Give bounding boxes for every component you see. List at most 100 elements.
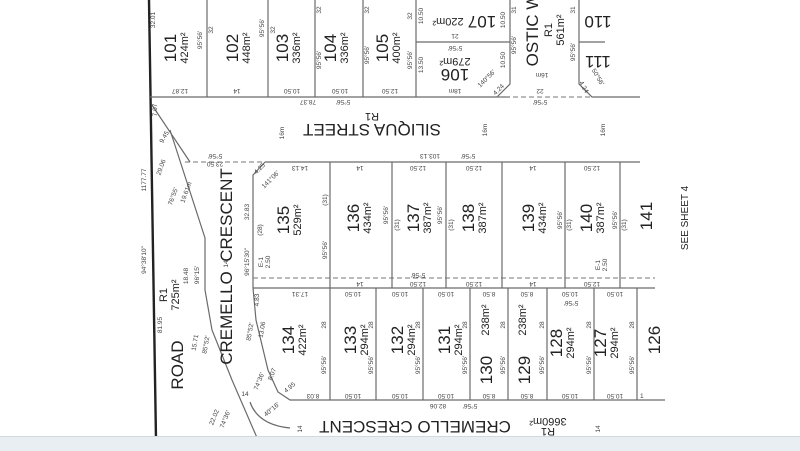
dimension: 17.31 [291, 290, 308, 297]
siliqua-width: 16m [600, 124, 607, 137]
dimension: 31 [570, 6, 577, 14]
road-label: ROAD [168, 340, 187, 389]
dimension: 81.95 [157, 316, 164, 333]
lot-136[interactable]: 136 434m² [344, 202, 374, 234]
lot-132[interactable]: 132 294m² [388, 324, 418, 356]
bearing: 95°56' [321, 241, 329, 259]
lot-138[interactable]: 138 387m² [459, 202, 489, 234]
lot-131[interactable]: 131 294m² [435, 324, 465, 356]
lot-number: 128 [547, 329, 566, 357]
dimension: 31 [511, 6, 518, 14]
lot-135[interactable]: 135 529m² [274, 204, 304, 236]
lot-111[interactable]: 111 [585, 52, 611, 71]
road-reserve-label: R1 [158, 288, 170, 302]
dimension: 13.50 [418, 56, 425, 73]
easement-width: 2.50 [602, 258, 609, 271]
bearing: 95°56' [556, 211, 564, 229]
dimension: 10.50 [344, 392, 361, 399]
lot-128[interactable]: 128 294m² [547, 327, 577, 359]
dimension: 18.48 [183, 267, 190, 284]
lot-102[interactable]: 102 448m² [223, 32, 253, 64]
dimensions-top-row: 32.01 95°56' 32 95°56' 32 32 95°56' 32 9… [150, 6, 606, 106]
dimension: 78.37 [299, 98, 316, 105]
bearing: 95°56' [499, 356, 507, 374]
dimension: 9.45 [159, 130, 172, 145]
lot-area: 220m² [432, 15, 464, 27]
cremello-width: 14 [297, 425, 304, 433]
lot-141[interactable]: 141 [637, 202, 656, 230]
lot-110[interactable]: 110 [584, 12, 611, 31]
dimension: 28 [586, 321, 593, 329]
dimension: 32 [364, 6, 371, 14]
cremello-label: CREMELLO [217, 271, 236, 365]
lot-129[interactable]: 129 238m² [515, 304, 534, 384]
dimension: 28 [500, 321, 507, 329]
lot-103[interactable]: 103 336m² [273, 32, 303, 64]
lot-number: 129 [515, 356, 534, 384]
dimension: 14 [233, 87, 241, 94]
lot-105[interactable]: 105 400m² [373, 32, 403, 64]
bearing: 5°56' [411, 271, 426, 279]
bearing: 74°36' [252, 371, 266, 391]
dimension: (31) [566, 219, 573, 231]
lot-107[interactable]: 107 220m² [432, 12, 496, 31]
lot-134[interactable]: 134 422m² [279, 324, 309, 356]
lot-area: 434m² [537, 202, 549, 234]
bearing: 95°56' [382, 206, 390, 224]
road-reserve-area: 725m² [170, 279, 182, 311]
dimension: 12.50 [583, 280, 600, 287]
lot-number: 107 [468, 12, 496, 31]
lot-number: 106 [441, 65, 469, 84]
dimension: 12.87 [171, 87, 188, 94]
lot-104[interactable]: 104 336m² [321, 32, 351, 64]
dimension: (31) [394, 219, 401, 231]
dimension: 23.50 [206, 160, 223, 167]
lot-140[interactable]: 140 387m² [577, 202, 607, 234]
lot-area: 448m² [241, 32, 253, 64]
dimension: 10.50 [500, 11, 507, 28]
lot-130[interactable]: 130 238m² [477, 304, 496, 384]
dimension: 12.50 [583, 164, 600, 171]
dimension: 8.07 [267, 367, 278, 382]
dimension: 32 [270, 26, 277, 34]
bearing: 5°56' [564, 299, 579, 307]
bearing: 40°16' [262, 401, 281, 419]
lot-area: 294m² [359, 324, 371, 356]
cremello-boundary [252, 287, 665, 401]
dimension: 10.50 [437, 290, 454, 297]
lot-127[interactable]: 127 294m² [591, 327, 621, 359]
lot-number: 132 [388, 326, 407, 354]
dimension: (31) [621, 219, 628, 231]
lot-area: 422m² [297, 324, 309, 356]
cremello-width: 14 [223, 260, 230, 268]
cremello-crescent-label: CRESCENT [217, 168, 236, 262]
lot-126[interactable]: 126 [645, 326, 664, 354]
dimension: 32 [407, 12, 414, 20]
lot-area: 336m² [291, 32, 303, 64]
bearing: 95°56' [611, 211, 619, 229]
dimension: 10.50 [331, 87, 348, 94]
lot-139[interactable]: 139 434m² [519, 202, 549, 234]
bearing: 95°56' [585, 356, 593, 374]
dimension: 8.50 [482, 290, 495, 297]
road-reserve-boundary [169, 129, 259, 441]
bearing: 95°56' [414, 356, 422, 374]
cremello-reserve-area: 3660m² [529, 415, 567, 427]
lot-area: 279m² [439, 55, 471, 67]
dimension: 18m [449, 87, 462, 94]
lot-133[interactable]: 133 294m² [341, 324, 371, 356]
lot-137[interactable]: 137 387m² [404, 202, 434, 234]
road-boundary-line [147, 0, 158, 441]
lot-number: 110 [584, 12, 611, 31]
lot-101[interactable]: 101 424m² [161, 32, 191, 64]
dimension: 4.95 [283, 381, 297, 395]
lot-area: 424m² [179, 32, 191, 64]
lot-number: 103 [273, 34, 292, 62]
dimension: 10.50 [606, 290, 623, 297]
lot-area: 336m² [339, 32, 351, 64]
plan-linework [147, 0, 665, 441]
easement-label: E-1 [258, 257, 265, 268]
lot-area: 294m² [453, 324, 465, 356]
bearing: 95°56' [461, 356, 469, 374]
lot-106[interactable]: 106 279m² [439, 55, 471, 84]
